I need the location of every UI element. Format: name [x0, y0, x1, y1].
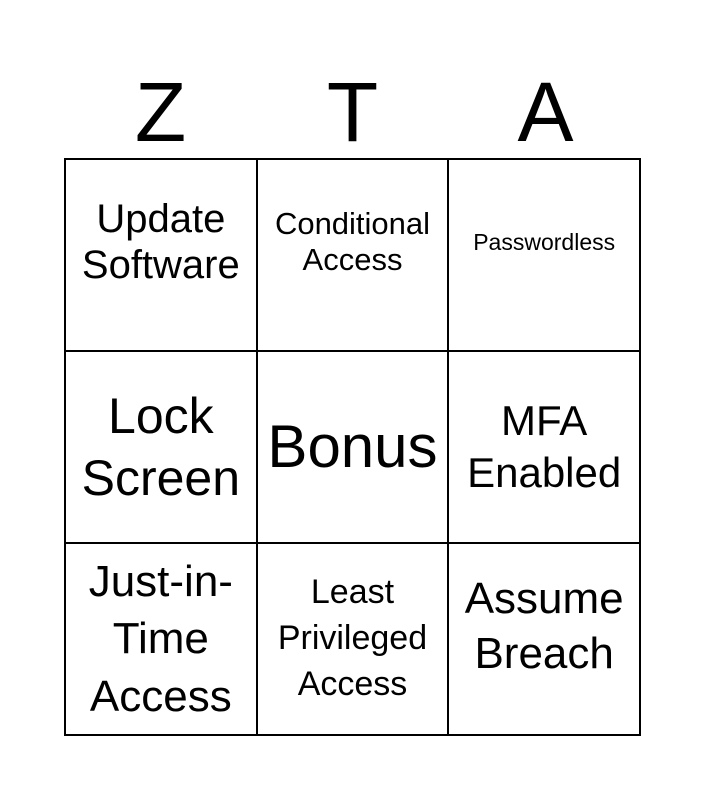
bingo-cell[interactable]: Assume Breach: [448, 543, 640, 735]
bingo-grid: Update Software Conditional Access Passw…: [64, 158, 641, 736]
bingo-cell[interactable]: Just-in-Time Access: [65, 543, 257, 735]
bingo-cell[interactable]: Lock Screen: [65, 351, 257, 543]
bingo-cell[interactable]: Update Software: [65, 159, 257, 351]
header-letter-z: Z: [134, 65, 187, 159]
bingo-cell[interactable]: MFA Enabled: [448, 351, 640, 543]
bingo-cell[interactable]: Passwordless: [448, 159, 640, 351]
header-letter-a: A: [517, 65, 574, 159]
header-letter-t: T: [326, 65, 379, 159]
bingo-cell[interactable]: Conditional Access: [256, 159, 449, 351]
bingo-cell-free[interactable]: Bonus: [256, 351, 449, 543]
bingo-cell[interactable]: Least Privileged Access: [256, 543, 449, 735]
